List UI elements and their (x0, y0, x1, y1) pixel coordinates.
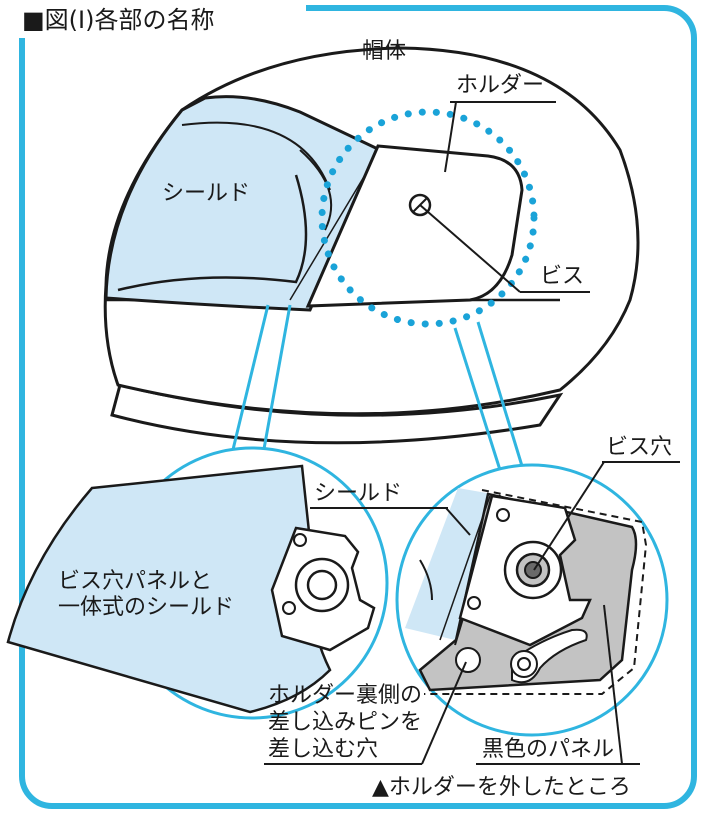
label-integrated-shield-line2: 一体式のシールド (58, 595, 234, 620)
label-screw: ビス (540, 264, 584, 289)
helmet-shield (104, 95, 382, 312)
label-pin-hole-line3: 差し込む穴 (268, 737, 378, 762)
label-shield-detail: シールド (314, 481, 402, 506)
figure-title: ■図(I)各部の名称 (22, 6, 214, 34)
right-shield-strip (405, 488, 498, 640)
right-detail (395, 463, 669, 737)
caption-holder-removed: ▲ホルダーを外したところ (372, 775, 631, 800)
label-holder: ホルダー (456, 73, 544, 98)
label-pin-hole-line1: ホルダー裏側の (268, 683, 422, 708)
label-integrated-shield-line1: ビス穴パネルと (58, 569, 212, 594)
callout-cone-left (228, 304, 292, 463)
label-helmet-body: 帽体 (362, 39, 406, 64)
highlight-dotted-circle (318, 108, 538, 328)
pin-hole-icon (455, 647, 481, 673)
label-screw-hole: ビス穴 (606, 435, 672, 460)
left-detail (6, 446, 389, 720)
helmet-holder (305, 144, 524, 308)
callout-cone-right (453, 321, 524, 471)
outer-frame (19, 5, 697, 809)
label-pin-hole-line2: 差し込みピンを (268, 710, 422, 735)
label-black-panel: 黒色のパネル (482, 737, 614, 762)
label-shield-top: シールド (162, 181, 250, 206)
helmet (103, 46, 640, 445)
